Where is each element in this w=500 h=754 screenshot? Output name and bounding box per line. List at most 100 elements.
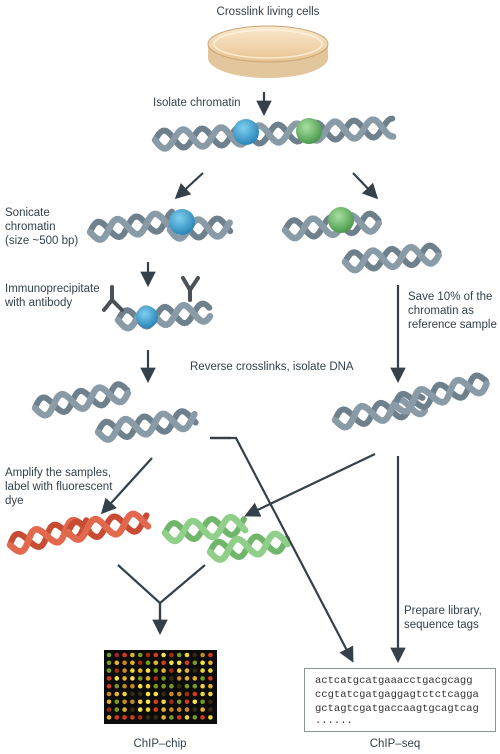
microarray-spot: [145, 668, 151, 673]
microarray-spot: [145, 699, 151, 705]
microarray-spot: [176, 668, 182, 673]
microarray-spot: [122, 652, 127, 658]
sequence-line: ccgtatcgatgaggagtctctcagga: [315, 689, 479, 701]
microarray-spot: [114, 652, 120, 658]
arrow-merge-green: [159, 564, 206, 604]
microarray-spot: [176, 683, 182, 689]
microarray-spot: [169, 668, 174, 673]
microarray-spot: [161, 668, 166, 673]
microarray-spot: [137, 660, 143, 666]
dna-helix-reference-2: [341, 242, 443, 274]
arrow-left-branch: [174, 172, 204, 200]
sequence-line: actcatgcatgaaacctgacgcagg: [315, 675, 473, 687]
microarray-spot: [130, 707, 135, 712]
microarray-spot: [130, 660, 135, 666]
microarray-spot: [184, 707, 190, 712]
microarray-spot: [130, 691, 135, 697]
microarray-spot: [137, 676, 143, 681]
label-prepare-library: Prepare library, sequence tags: [404, 604, 482, 632]
microarray-spot: [122, 691, 127, 697]
microarray-spot: [161, 715, 166, 720]
microarray-spot: [169, 707, 174, 712]
microarray-spot: [208, 683, 213, 689]
dna-helix-green-2: [206, 530, 291, 563]
microarray-spot: [192, 668, 198, 673]
microarray-spot: [137, 699, 143, 705]
microarray-spot: [114, 691, 120, 697]
microarray-spot: [106, 699, 112, 705]
microarray-spot: [106, 668, 112, 673]
label-amplify-3: dye: [5, 495, 24, 507]
microarray-spot: [208, 691, 213, 697]
microarray-spot: [192, 676, 198, 681]
microarray-spot: [137, 707, 143, 712]
microarray-spot: [176, 691, 182, 697]
microarray-spot: [200, 660, 205, 666]
microarray-spot: [137, 715, 143, 720]
microarray-spot: [114, 676, 120, 681]
dna-helix-immuno: [114, 300, 214, 332]
label-amplify-1: Amplify the samples,: [5, 467, 112, 479]
microarray-spot: [114, 707, 120, 712]
microarray-spot: [169, 699, 174, 705]
microarray-spot: [122, 683, 127, 689]
microarray-spot: [137, 683, 143, 689]
label-sonicate-1: Sonicate: [5, 207, 50, 219]
microarray-spot: [106, 707, 112, 712]
label-chip-seq: ChIP–seq: [369, 738, 421, 750]
microarray-spots: [106, 652, 213, 720]
microarray-spot: [208, 660, 213, 666]
microarray-spot: [122, 668, 127, 673]
microarray-spot: [145, 676, 151, 681]
label-save-reference: Save 10% of the chromatin as reference s…: [408, 290, 497, 332]
microarray-spot: [161, 683, 166, 689]
microarray-spot: [208, 707, 213, 712]
microarray-spot: [145, 652, 151, 658]
microarray-spot: [130, 668, 135, 673]
dna-helix-red-2: [64, 510, 152, 543]
microarray-spot: [192, 660, 198, 666]
label-immuno-1: Immunoprecipitate: [5, 283, 100, 295]
microarray-spot: [208, 715, 213, 720]
label-save-2: chromatin as: [408, 305, 474, 317]
microarray-spot: [176, 699, 182, 705]
microarray-spot: [208, 668, 213, 673]
protein-blue-top: [233, 119, 259, 145]
microarray-spot: [114, 668, 120, 673]
microarray-spot: [208, 652, 213, 658]
microarray-spot: [184, 668, 190, 673]
label-sonicate-2: chromatin: [5, 221, 56, 233]
microarray-spot: [145, 660, 151, 666]
protein-blue-immuno: [136, 306, 158, 328]
microarray-spot: [106, 676, 112, 681]
microarray-spot: [114, 715, 120, 720]
microarray-spot: [122, 660, 127, 666]
microarray-spot: [169, 652, 174, 658]
microarray-spot: [114, 683, 120, 689]
microarray-spot: [106, 683, 112, 689]
microarray-spot: [106, 652, 112, 658]
microarray-spot: [192, 715, 198, 720]
microarray-spot: [153, 652, 159, 658]
microarray-spot: [184, 660, 190, 666]
microarray-spot: [169, 715, 174, 720]
microarray-spot: [169, 676, 174, 681]
microarray-spot: [161, 691, 166, 697]
dna-helix-sonicated-1: [86, 208, 178, 243]
microarray-spot: [122, 707, 127, 712]
microarray-spot: [184, 691, 190, 697]
dna-helix-top: [151, 115, 397, 152]
label-prepare-2: sequence tags: [404, 619, 479, 631]
microarray-spot: [192, 683, 198, 689]
microarray-spot: [161, 660, 166, 666]
microarray-spot: [145, 683, 151, 689]
label-amplify-2: label with fluorescent: [5, 481, 113, 493]
label-chip-chip: ChIP–chip: [133, 738, 187, 750]
microarray-spot: [130, 699, 135, 705]
microarray-spot: [122, 676, 127, 681]
microarray-spot: [106, 691, 112, 697]
microarray-spot: [153, 715, 159, 720]
sequence-tags-box: actcatgcatgaaacctgacgcagg ccgtatcgatgagg…: [304, 668, 496, 732]
petri-dish-icon: [207, 25, 329, 78]
dna-helix-dna-1: [31, 381, 132, 419]
